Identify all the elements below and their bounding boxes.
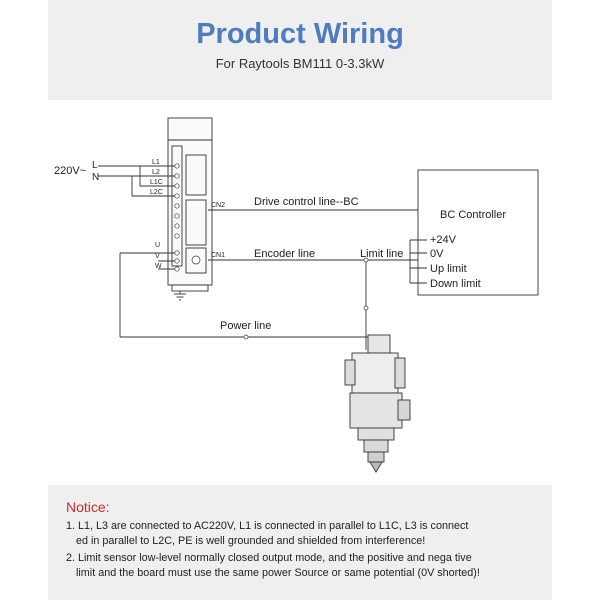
notice-line: 1. L1, L3 are connected to AC220V, L1 is… [66, 520, 469, 532]
bc-controller [417, 169, 539, 296]
encoder-line-label: Encoder line [254, 248, 315, 260]
port-cn2-label: CN2 [211, 202, 225, 209]
servo-drive [167, 117, 213, 286]
controller-terminal-label: Up limit [430, 263, 467, 275]
notice-title: Notice: [66, 499, 110, 515]
controller-title: BC Controller [440, 209, 506, 221]
page-subtitle: For Raytools BM111 0-3.3kW [215, 56, 385, 71]
laser-head [344, 334, 411, 473]
terminal-N-label: N [92, 172, 99, 183]
notice-line: 2. Limit sensor low-level normally close… [66, 552, 472, 564]
power-line-label: Power line [220, 320, 271, 332]
controller-terminal-label: +24V [430, 234, 457, 246]
motor-terminal-label: V [155, 253, 160, 260]
notice-line: limit and the board must use the same po… [76, 567, 480, 579]
drive-terminal-label: L1 [152, 159, 160, 166]
controller-terminal-label: Down limit [430, 278, 481, 290]
notice-line: ed in parallel to L2C, PE is well ground… [76, 535, 426, 547]
notice-panel: Notice: 1. L1, L3 are connected to AC220… [48, 485, 552, 600]
drive-terminal-label: L2C [150, 189, 163, 196]
controller-terminal-label: 0V [430, 248, 444, 260]
motor-terminal-label: W [155, 263, 162, 270]
supply-voltage-label: 220V~ [54, 165, 86, 177]
drive-terminal-label: L2 [152, 169, 160, 176]
page-title: Product Wiring [196, 18, 404, 50]
header-panel: Product Wiring For Raytools BM111 0-3.3k… [48, 0, 552, 100]
terminal-L-label: L [92, 160, 98, 171]
motor-terminal-label: U [155, 242, 160, 249]
drive-control-line-label: Drive control line--BC [254, 196, 359, 208]
limit-line-label: Limit line [360, 248, 403, 260]
drive-terminal-label: L1C [150, 179, 163, 186]
wiring-diagram: 220V~ L N L1 L2 L1C L2C U V W CN2 CN1 Dr… [0, 100, 600, 485]
port-cn1-label: CN1 [211, 252, 225, 259]
